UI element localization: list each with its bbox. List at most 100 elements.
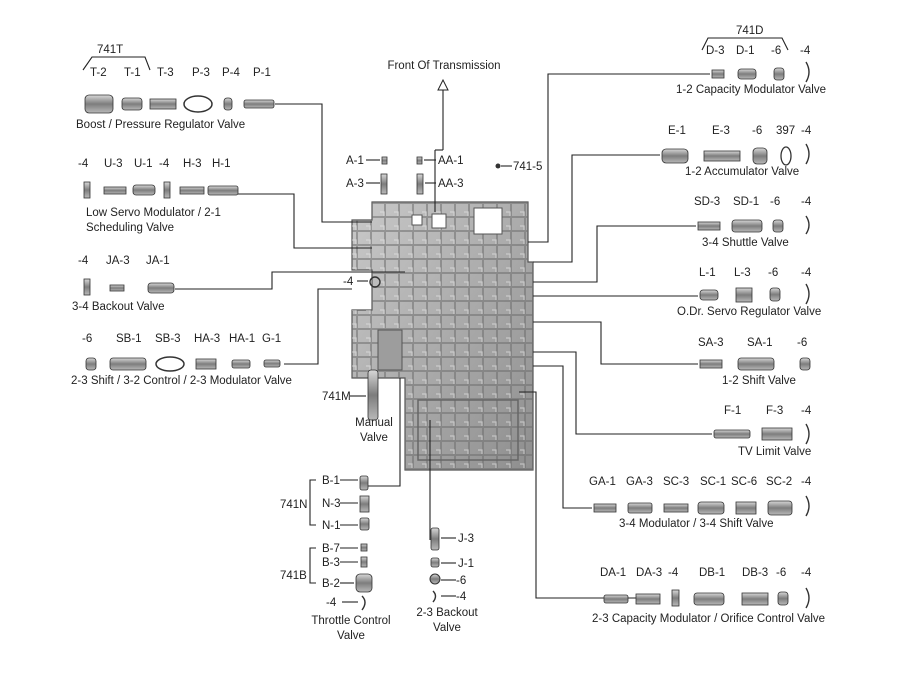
part-j3: J-3	[458, 533, 474, 545]
part-da1: DA-1	[600, 567, 626, 579]
label-a1: A-1	[346, 155, 364, 167]
part-c12-m4: -4	[800, 45, 811, 57]
part-d3: D-3	[706, 45, 725, 57]
group-1-2-accumulator: E-1 E-3 -6 397 -4 1-2 Accumulator Valve	[661, 125, 812, 178]
part-t2: T-2	[90, 67, 107, 79]
part-bo34-m4: -4	[78, 255, 89, 267]
part-sc2: SC-2	[766, 476, 792, 488]
title-s23: 2-3 Shift / 3-2 Control / 2-3 Modulator …	[71, 375, 292, 387]
title-tc-2: Valve	[337, 630, 365, 642]
part-j1: J-1	[458, 558, 474, 570]
part-sc1: SC-1	[700, 476, 726, 488]
part-b7: B-7	[322, 543, 340, 555]
part-g1: G-1	[262, 333, 281, 345]
part-bo23-m6: -6	[456, 575, 466, 587]
part-t3: T-3	[157, 67, 174, 79]
part-sa3: SA-3	[698, 337, 724, 349]
group-throttle-control: B-1 N-3 N-1 741N B-7 B-3 B-2 741B -4 Thr…	[280, 475, 391, 642]
part-397: 397	[776, 125, 795, 137]
part-ls-m4a: -4	[78, 158, 89, 170]
title-low-servo-2: Scheduling Valve	[86, 222, 174, 234]
part-d1: D-1	[736, 45, 755, 57]
title-boost: Boost / Pressure Regulator Valve	[76, 119, 245, 131]
part-tv-m4: -4	[801, 405, 812, 417]
part-ha1: HA-1	[229, 333, 255, 345]
part-sh34-m6: -6	[770, 196, 780, 208]
part-ja1: JA-1	[146, 255, 170, 267]
part-n1: N-1	[322, 520, 341, 532]
group-boost-pressure-regulator: 741T T-2 T-1 T-3 P-3 P-4 P-1 Boost / Pre…	[76, 44, 275, 131]
title-m34: 3-4 Modulator / 3-4 Shift Valve	[619, 518, 773, 530]
part-sb1: SB-1	[116, 333, 142, 345]
part-b3: B-3	[322, 557, 340, 569]
front-label: Front Of Transmission	[387, 60, 500, 72]
group-3-4-backout: -4 JA-3 JA-1 3-4 Backout Valve	[72, 255, 175, 313]
title-odr: O.Dr. Servo Regulator Valve	[677, 306, 821, 318]
part-l1: L-1	[699, 267, 716, 279]
part-c23-m6: -6	[776, 567, 786, 579]
part-p3: P-3	[192, 67, 210, 79]
label-m4-center: -4	[343, 276, 354, 288]
title-s12: 1-2 Shift Valve	[722, 375, 796, 387]
part-p1: P-1	[253, 67, 271, 79]
label-aa1: AA-1	[438, 155, 464, 167]
part-c12-m6: -6	[771, 45, 781, 57]
part-t1: T-1	[124, 67, 141, 79]
label-aa3: AA-3	[438, 178, 464, 190]
manual-title-1: Manual	[355, 417, 393, 429]
part-sd3: SD-3	[694, 196, 720, 208]
label-a3: A-3	[346, 178, 364, 190]
label-741-5: 741-5	[513, 161, 542, 173]
title-bo23-2: Valve	[433, 622, 461, 634]
part-a12-m4: -4	[801, 125, 812, 137]
bracket-741t: 741T	[97, 44, 123, 56]
part-u3: U-3	[104, 158, 123, 170]
part-e1: E-1	[668, 125, 686, 137]
title-bo23-1: 2-3 Backout	[416, 607, 478, 619]
group-3-4-modulator: GA-1 GA-3 SC-3 SC-1 SC-6 SC-2 -4 3-4 Mod…	[589, 476, 812, 530]
part-da3: DA-3	[636, 567, 662, 579]
title-sh34: 3-4 Shuttle Valve	[702, 237, 789, 249]
group-2-3-backout: J-3 J-1 -6 -4 2-3 Backout Valve	[416, 527, 478, 634]
title-c12: 1-2 Capacity Modulator Valve	[676, 84, 826, 96]
group-low-servo-modulator: -4 U-3 U-1 -4 H-3 H-1 Low Servo Modulato…	[78, 158, 239, 234]
part-sd1: SD-1	[733, 196, 759, 208]
title-c23: 2-3 Capacity Modulator / Orifice Control…	[592, 613, 825, 625]
part-a12-m6: -6	[752, 125, 762, 137]
part-sh34-m4: -4	[801, 196, 812, 208]
part-sa1: SA-1	[747, 337, 773, 349]
title-a12: 1-2 Accumulator Valve	[685, 166, 799, 178]
part-h3: H-3	[183, 158, 202, 170]
part-c23-m4b: -4	[801, 567, 812, 579]
part-sc6: SC-6	[731, 476, 757, 488]
part-s12-m6: -6	[797, 337, 807, 349]
part-c23-m4a: -4	[668, 567, 679, 579]
part-odr-m6: -6	[768, 267, 778, 279]
part-bo23-m4: -4	[456, 591, 467, 603]
part-ls-m4b: -4	[159, 158, 170, 170]
title-low-servo-1: Low Servo Modulator / 2-1	[86, 207, 221, 219]
part-h1: H-1	[212, 158, 231, 170]
part-b2: B-2	[322, 578, 340, 590]
part-tc-m4: -4	[326, 597, 337, 609]
title-tv: TV Limit Valve	[738, 446, 811, 458]
bracket-741d: 741D	[736, 25, 764, 37]
title-bo34: 3-4 Backout Valve	[72, 301, 164, 313]
part-p4: P-4	[222, 67, 241, 79]
part-ja3: JA-3	[106, 255, 130, 267]
group-2-3-shift: -6 SB-1 SB-3 HA-3 HA-1 G-1 2-3 Shift / 3…	[71, 333, 292, 387]
group-741b: 741B	[280, 570, 307, 582]
part-b1: B-1	[322, 475, 340, 487]
group-odr-servo-regulator: L-1 L-3 -6 -4 O.Dr. Servo Regulator Valv…	[677, 267, 821, 318]
part-db1: DB-1	[699, 567, 725, 579]
part-u1: U-1	[134, 158, 153, 170]
part-ha3: HA-3	[194, 333, 220, 345]
part-s23-m6: -6	[82, 333, 92, 345]
part-f3: F-3	[766, 405, 783, 417]
part-db3: DB-3	[742, 567, 768, 579]
part-l3: L-3	[734, 267, 751, 279]
center-parts: A-1 A-3 AA-1 AA-3 741-5 -4 741M Manual V…	[322, 155, 542, 444]
manual-title-2: Valve	[360, 432, 388, 444]
part-e3: E-3	[712, 125, 730, 137]
